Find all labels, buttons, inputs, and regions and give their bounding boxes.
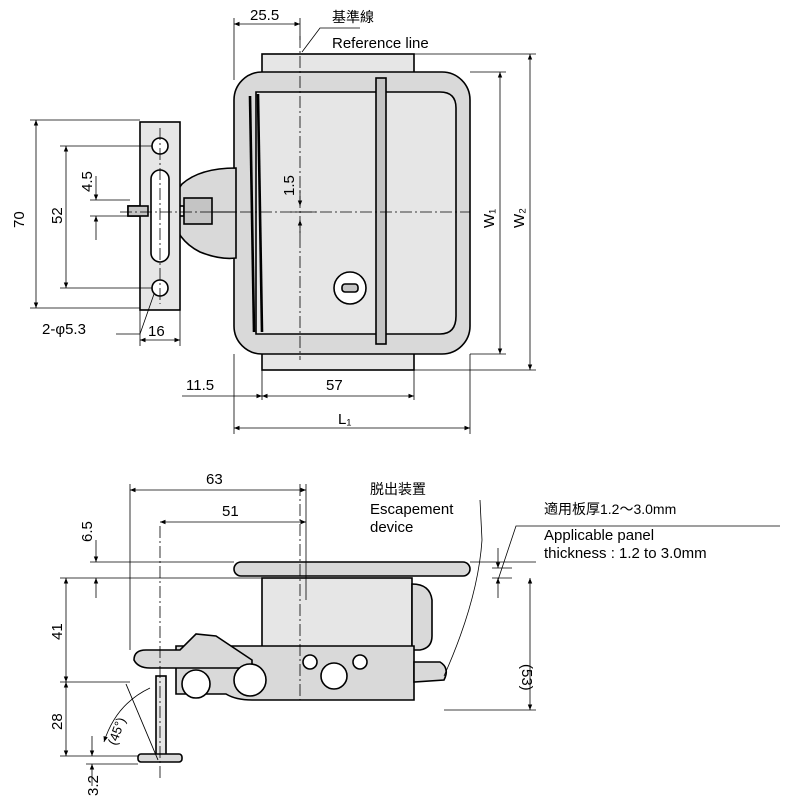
small-circle-2: [352, 654, 368, 670]
dim-28: 28: [49, 713, 66, 730]
panel-en-1: Applicable panel: [544, 527, 654, 544]
dim-w1: W₁: [481, 209, 498, 228]
pivot-circle-2: [233, 663, 267, 697]
dim-6-5: 6.5: [79, 521, 96, 542]
pivot-circle-1: [181, 669, 211, 699]
dim-holes: 2-φ5.3: [42, 321, 86, 338]
escapement-hook: [413, 661, 448, 683]
angle-arc: [103, 687, 151, 743]
bolt-end: [127, 205, 149, 217]
dim-l1: L₁: [338, 411, 351, 428]
dim-1-5: 1.5: [281, 175, 298, 196]
trigger-bar: [375, 77, 387, 345]
escapement-leader: [443, 499, 483, 677]
handle-tray: [255, 91, 457, 335]
escapement-jp: 脱出装置: [370, 481, 426, 497]
dim-11-5: 11.5: [186, 377, 214, 394]
dim-63: 63: [206, 471, 223, 488]
dim-w2: W₂: [511, 208, 528, 228]
side-view: 63 51 脱出装置 Escapement device 適用板厚1.2～3.0…: [49, 471, 780, 796]
dim-52: 52: [49, 207, 66, 224]
angle-45: (45°): [105, 715, 129, 747]
dim-25-5: 25.5: [250, 7, 279, 24]
dim-3-2: 3.2: [85, 775, 102, 796]
holes-leader: [116, 293, 155, 335]
escapement-lever: [411, 583, 433, 651]
dim-16: 16: [148, 323, 165, 340]
ref-line-jp: 基準線: [332, 9, 374, 25]
ref-line-en: Reference line: [332, 35, 429, 52]
key-slot: [341, 283, 359, 293]
dim-41: 41: [49, 623, 66, 640]
escapement-en-1: Escapement: [370, 501, 454, 518]
escapement-en-2: device: [370, 519, 413, 536]
ref-leader: [301, 27, 360, 53]
hook-bracket: [133, 633, 253, 669]
angle-line: [125, 683, 159, 761]
striker-shaft: [155, 675, 167, 759]
handle-left-edge-outer: [248, 95, 256, 333]
dim-51: 51: [222, 503, 239, 520]
dim-53: (53): [518, 664, 535, 691]
top-flange: [233, 561, 471, 577]
panel-jp: 適用板厚1.2～3.0mm: [544, 501, 676, 517]
small-circle-1: [302, 654, 318, 670]
handle-left-edge: [256, 93, 264, 333]
top-view: 25.5 基準線 Reference line 70 52 4.5 1.5 W₁: [11, 7, 536, 434]
bolt-head: [183, 197, 213, 225]
pivot-circle-3: [320, 662, 348, 690]
dim-70: 70: [11, 211, 28, 228]
dim-4-5: 4.5: [79, 171, 96, 192]
panel-en-2: thickness : 1.2 to 3.0mm: [544, 545, 707, 562]
dim-57: 57: [326, 377, 343, 394]
